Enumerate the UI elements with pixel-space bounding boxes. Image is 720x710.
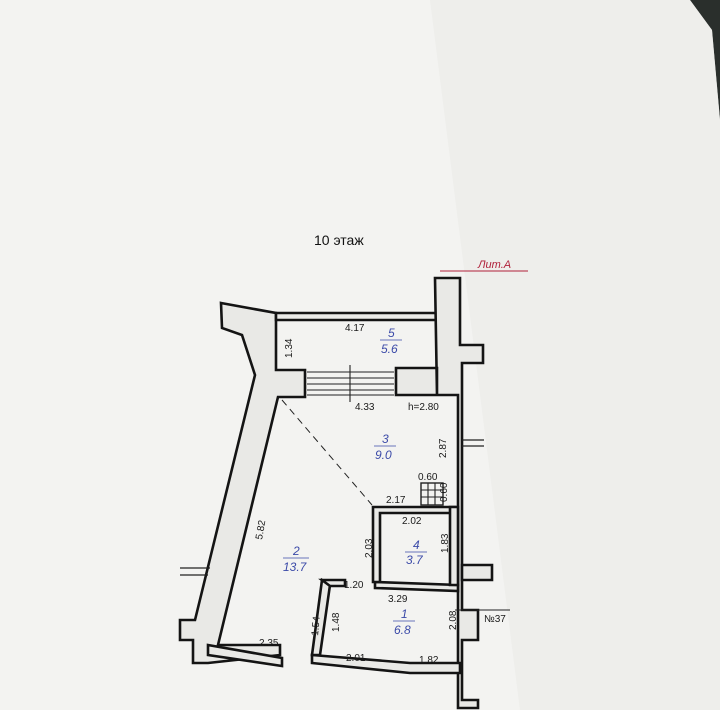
dim-201: 2.01 bbox=[346, 653, 366, 664]
room1-top-wall bbox=[318, 578, 347, 588]
room-label-5: 5 5.6 bbox=[380, 326, 402, 356]
dim-060-top: 0.60 bbox=[418, 472, 438, 483]
room-label-1: 1 6.8 bbox=[393, 607, 415, 637]
dim-134: 1.34 bbox=[284, 338, 295, 358]
room-area: 6.8 bbox=[394, 623, 411, 637]
dim-208: 2.08 bbox=[448, 610, 459, 630]
room-number: 1 bbox=[401, 607, 408, 621]
room-label-3: 3 9.0 bbox=[374, 432, 396, 462]
dim-287: 2.87 bbox=[438, 438, 449, 458]
room-label-2: 2 13.7 bbox=[283, 544, 309, 574]
bottom-wall-right bbox=[310, 653, 462, 675]
dim-202: 2.02 bbox=[402, 516, 422, 527]
room-number: 2 bbox=[292, 544, 300, 558]
top-wall bbox=[274, 311, 439, 322]
room-area: 13.7 bbox=[283, 560, 308, 574]
floor-title: 10 этаж bbox=[314, 232, 364, 248]
dim-183: 1.83 bbox=[440, 533, 451, 553]
dim-154: 1.54 bbox=[310, 615, 323, 636]
dim-148: 1.48 bbox=[331, 612, 342, 632]
vent-shaft bbox=[420, 482, 444, 506]
height-note: h=2.80 bbox=[408, 402, 439, 413]
paper-shadow bbox=[430, 0, 720, 710]
stairs bbox=[307, 365, 394, 402]
dim-329: 3.29 bbox=[388, 594, 408, 605]
dim-217: 2.17 bbox=[386, 495, 406, 506]
room-number: 5 bbox=[388, 326, 395, 340]
room-area: 9.0 bbox=[375, 448, 392, 462]
bottom-wall bbox=[206, 643, 284, 668]
room-area: 3.7 bbox=[406, 553, 424, 567]
dim-182: 1.82 bbox=[419, 655, 439, 666]
left-wall bbox=[178, 301, 307, 665]
dim-060-side: 0.60 bbox=[439, 482, 450, 502]
dim-582: 5.82 bbox=[254, 519, 268, 541]
room-number: 3 bbox=[382, 432, 389, 446]
dim-235: 2.35 bbox=[259, 638, 279, 649]
dim-433: 4.33 bbox=[355, 402, 375, 413]
room4-right-wall bbox=[448, 505, 460, 587]
room1-top-wall-right bbox=[373, 580, 460, 593]
apartment-number: №37 bbox=[484, 614, 506, 625]
right-wall-bump bbox=[460, 563, 494, 582]
lit-label: Лит.А bbox=[477, 259, 511, 271]
dim-203: 2.03 bbox=[364, 538, 375, 558]
right-wall bbox=[394, 276, 485, 710]
room-area: 5.6 bbox=[381, 342, 398, 356]
room-label-4: 4 3.7 bbox=[405, 538, 427, 567]
dim-120: 1.20 bbox=[344, 580, 364, 591]
dim-417: 4.17 bbox=[345, 323, 365, 334]
room-number: 4 bbox=[413, 538, 420, 552]
